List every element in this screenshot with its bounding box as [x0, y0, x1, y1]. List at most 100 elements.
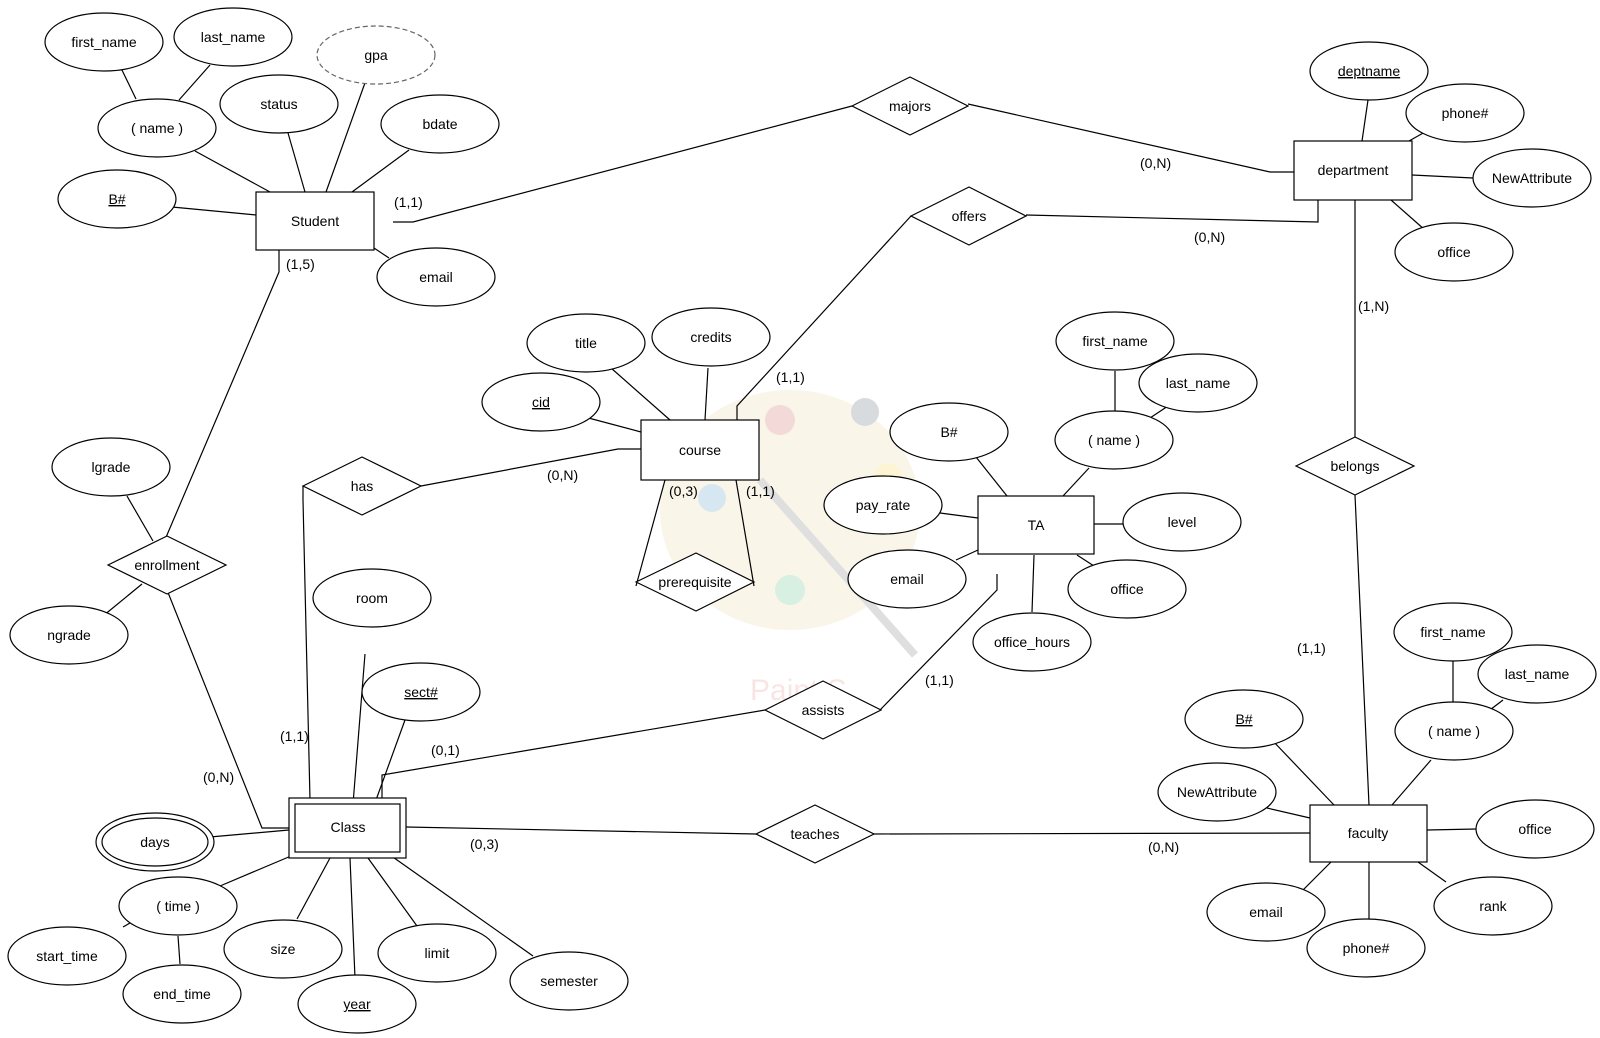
attribute-student-email[interactable]: email [376, 247, 496, 307]
attribute-course-cid-key[interactable]: cid [481, 372, 601, 432]
attribute-class-semester[interactable]: semester [509, 951, 629, 1011]
attribute-class-end-time[interactable]: end_time [122, 964, 242, 1024]
attribute-student-bdate[interactable]: bdate [380, 94, 500, 154]
entity-department-label: department [1318, 162, 1389, 178]
attribute-ta-pay-rate[interactable]: pay_rate [823, 475, 943, 535]
cardinality-ta-assists: (1,1) [925, 672, 954, 688]
relationship-enrollment-label: enrollment [134, 557, 199, 573]
attribute-label: room [356, 590, 388, 606]
attribute-course-title[interactable]: title [526, 313, 646, 373]
attribute-label: level [1168, 514, 1197, 530]
relationship-prerequisite-label: prerequisite [658, 574, 731, 590]
entity-course-label: course [679, 442, 721, 458]
entity-ta-label: TA [1028, 517, 1046, 533]
relationship-assists-label: assists [802, 702, 845, 718]
attribute-label: last_name [201, 29, 266, 45]
attribute-faculty-phone[interactable]: phone# [1306, 918, 1426, 978]
relationship-belongs-label: belongs [1330, 458, 1379, 474]
entity-class[interactable]: Class [288, 797, 407, 859]
relationship-offers-label: offers [952, 208, 987, 224]
attribute-department-office[interactable]: office [1394, 222, 1514, 282]
attribute-student-status[interactable]: status [219, 74, 339, 134]
attribute-student-name-composite[interactable]: ( name ) [97, 98, 217, 158]
attribute-student-first-name[interactable]: first_name [44, 12, 164, 72]
cardinality-class-enrollment: (0,N) [203, 769, 234, 785]
attribute-class-start-time[interactable]: start_time [7, 926, 127, 986]
attribute-label: gpa [364, 47, 388, 63]
attribute-label: office [1518, 821, 1551, 837]
attribute-class-room[interactable]: room [312, 568, 432, 628]
relationship-offers[interactable]: offers [909, 186, 1028, 246]
relationship-assists[interactable]: assists [763, 680, 883, 740]
attribute-course-credits[interactable]: credits [651, 307, 771, 367]
attribute-student-gpa-derived[interactable]: gpa [316, 25, 436, 85]
attribute-faculty-last-name[interactable]: last_name [1477, 644, 1597, 704]
relationship-prerequisite[interactable]: prerequisite [634, 552, 756, 612]
attribute-ta-office-hours[interactable]: office_hours [972, 612, 1092, 672]
attribute-class-limit[interactable]: limit [377, 923, 497, 983]
entity-ta[interactable]: TA [977, 495, 1095, 555]
attribute-enrollment-ngrade[interactable]: ngrade [9, 605, 129, 665]
attribute-label: end_time [153, 986, 211, 1002]
attribute-label: pay_rate [856, 497, 911, 513]
attribute-label: phone# [1343, 940, 1390, 956]
attribute-ta-level[interactable]: level [1122, 492, 1242, 552]
attribute-label: first_name [1082, 333, 1148, 349]
attribute-class-sect-key[interactable]: sect# [361, 662, 481, 722]
attribute-label: NewAttribute [1492, 170, 1572, 186]
cardinality-labels: (1,1) (0,N) (0,N) (1,5) (1,1) (0,N) (0,3… [203, 155, 1389, 855]
attribute-label: cid [532, 394, 550, 410]
attribute-class-time-composite[interactable]: ( time ) [118, 876, 238, 936]
entity-course[interactable]: course [640, 419, 760, 481]
attribute-label: first_name [71, 34, 137, 50]
relationship-has[interactable]: has [301, 456, 423, 516]
attribute-faculty-name-composite[interactable]: ( name ) [1394, 701, 1514, 761]
attribute-student-last-name[interactable]: last_name [173, 7, 293, 67]
cardinality-class-teaches: (0,3) [470, 836, 499, 852]
attribute-department-new-attribute[interactable]: NewAttribute [1472, 148, 1592, 208]
relationship-majors[interactable]: majors [850, 76, 970, 136]
attribute-label: limit [425, 945, 450, 961]
attribute-label: start_time [36, 948, 98, 964]
attribute-class-days-multivalued[interactable]: days [95, 812, 215, 872]
attribute-class-year-key[interactable]: year [297, 974, 417, 1034]
attribute-label: last_name [1505, 666, 1570, 682]
attribute-faculty-rank[interactable]: rank [1433, 876, 1553, 936]
attribute-faculty-new-attribute[interactable]: NewAttribute [1157, 762, 1277, 822]
attribute-ta-office[interactable]: office [1067, 559, 1187, 619]
entity-student[interactable]: Student [255, 191, 375, 251]
attribute-label: credits [690, 329, 731, 345]
attribute-faculty-first-name[interactable]: first_name [1393, 602, 1513, 662]
attribute-label: deptname [1338, 63, 1400, 79]
cardinality-student-enrollment: (1,5) [286, 256, 315, 272]
attribute-student-bnum-key[interactable]: B# [57, 169, 177, 229]
attribute-faculty-office[interactable]: office [1475, 799, 1595, 859]
attribute-ta-email[interactable]: email [847, 549, 967, 609]
entity-department[interactable]: department [1293, 140, 1413, 201]
attribute-department-phone[interactable]: phone# [1405, 83, 1525, 143]
attribute-ta-last-name[interactable]: last_name [1138, 353, 1258, 413]
attribute-label: year [343, 996, 371, 1012]
relationship-has-label: has [351, 478, 374, 494]
attribute-label: ( time ) [156, 898, 200, 914]
entity-faculty[interactable]: faculty [1309, 804, 1428, 863]
relationship-enrollment[interactable]: enrollment [106, 535, 228, 595]
relationship-belongs[interactable]: belongs [1294, 436, 1416, 496]
attribute-enrollment-lgrade[interactable]: lgrade [51, 437, 171, 497]
cardinality-course-has: (0,N) [547, 467, 578, 483]
attribute-ta-bnum[interactable]: B# [889, 402, 1009, 462]
attribute-label: office [1437, 244, 1470, 260]
attribute-class-size[interactable]: size [223, 919, 343, 979]
attribute-label: office_hours [994, 634, 1070, 650]
attribute-faculty-email[interactable]: email [1206, 882, 1326, 942]
attribute-department-deptname-key[interactable]: deptname [1309, 41, 1429, 101]
attribute-label: last_name [1166, 375, 1231, 391]
attribute-label: title [575, 335, 597, 351]
attribute-ta-first-name[interactable]: first_name [1055, 311, 1175, 371]
attribute-label: email [890, 571, 923, 587]
attribute-ta-name-composite[interactable]: ( name ) [1054, 410, 1174, 470]
attribute-faculty-bnum-key[interactable]: B# [1184, 689, 1304, 749]
attribute-label: phone# [1442, 105, 1489, 121]
relationship-teaches[interactable]: teaches [754, 804, 876, 864]
cardinality-faculty-teaches: (0,N) [1148, 839, 1179, 855]
